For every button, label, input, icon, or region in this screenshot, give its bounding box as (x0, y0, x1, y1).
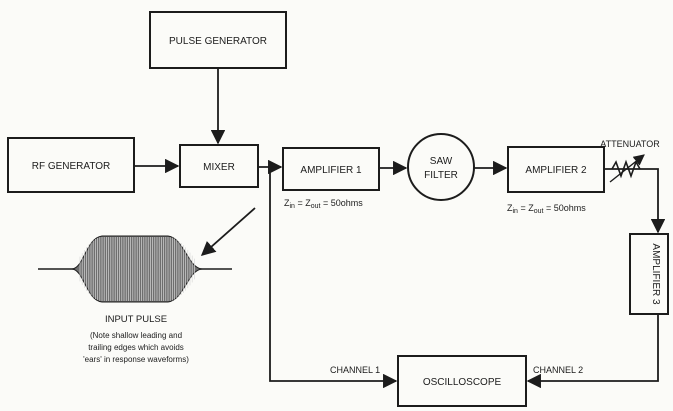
input-pulse-note-line2: trailing edges which avoids (88, 343, 184, 352)
amplifier-1-block: AMPLIFIER 1 (282, 147, 380, 191)
input-pulse-waveform (38, 235, 232, 303)
saw-filter-label-line1: SAW (430, 156, 453, 167)
input-pulse-pointer-arrow (200, 207, 256, 256)
input-pulse-note-line1: (Note shallow leading and (90, 331, 182, 340)
amplifier-2-block: AMPLIFIER 2 (507, 146, 605, 193)
attenuator-label: ATTENUATOR (600, 139, 660, 149)
amplifier-1-label: AMPLIFIER 1 (300, 165, 362, 176)
pulse-generator-block: PULSE GENERATOR (149, 11, 287, 69)
amp3-to-scope-line (526, 314, 659, 389)
junction-dot (268, 165, 272, 169)
input-pulse-note-line3: 'ears' in response waveforms) (83, 355, 189, 364)
rf-generator-label: RF GENERATOR (32, 161, 111, 172)
channel-1-line (269, 167, 398, 389)
rf-generator-block: RF GENERATOR (7, 137, 135, 193)
attenuator-symbol (609, 154, 645, 183)
amplifier-3-block: AMPLIFIER 3 (629, 233, 669, 315)
channel-2-label: CHANNEL 2 (533, 365, 583, 375)
channel-1-label: CHANNEL 1 (330, 365, 380, 375)
mixer-block: MIXER (179, 144, 259, 188)
amplifier-3-label: AMPLIFIER 3 (650, 243, 661, 305)
pulse-generator-label: PULSE GENERATOR (169, 36, 267, 47)
impedance-label-1: Zin = Zout = 50ohms (284, 198, 363, 210)
mixer-label: MIXER (203, 162, 235, 173)
amplifier-2-label: AMPLIFIER 2 (525, 165, 587, 176)
saw-filter-label-line2: FILTER (424, 170, 458, 181)
impedance-label-2: Zin = Zout = 50ohms (507, 203, 586, 215)
input-pulse-title: INPUT PULSE (105, 314, 167, 325)
oscilloscope-block: OSCILLOSCOPE (397, 355, 527, 407)
amp2-to-amp3-line (604, 168, 666, 234)
saw-filter-block: SAW FILTER (407, 133, 475, 201)
oscilloscope-label: OSCILLOSCOPE (423, 377, 502, 388)
